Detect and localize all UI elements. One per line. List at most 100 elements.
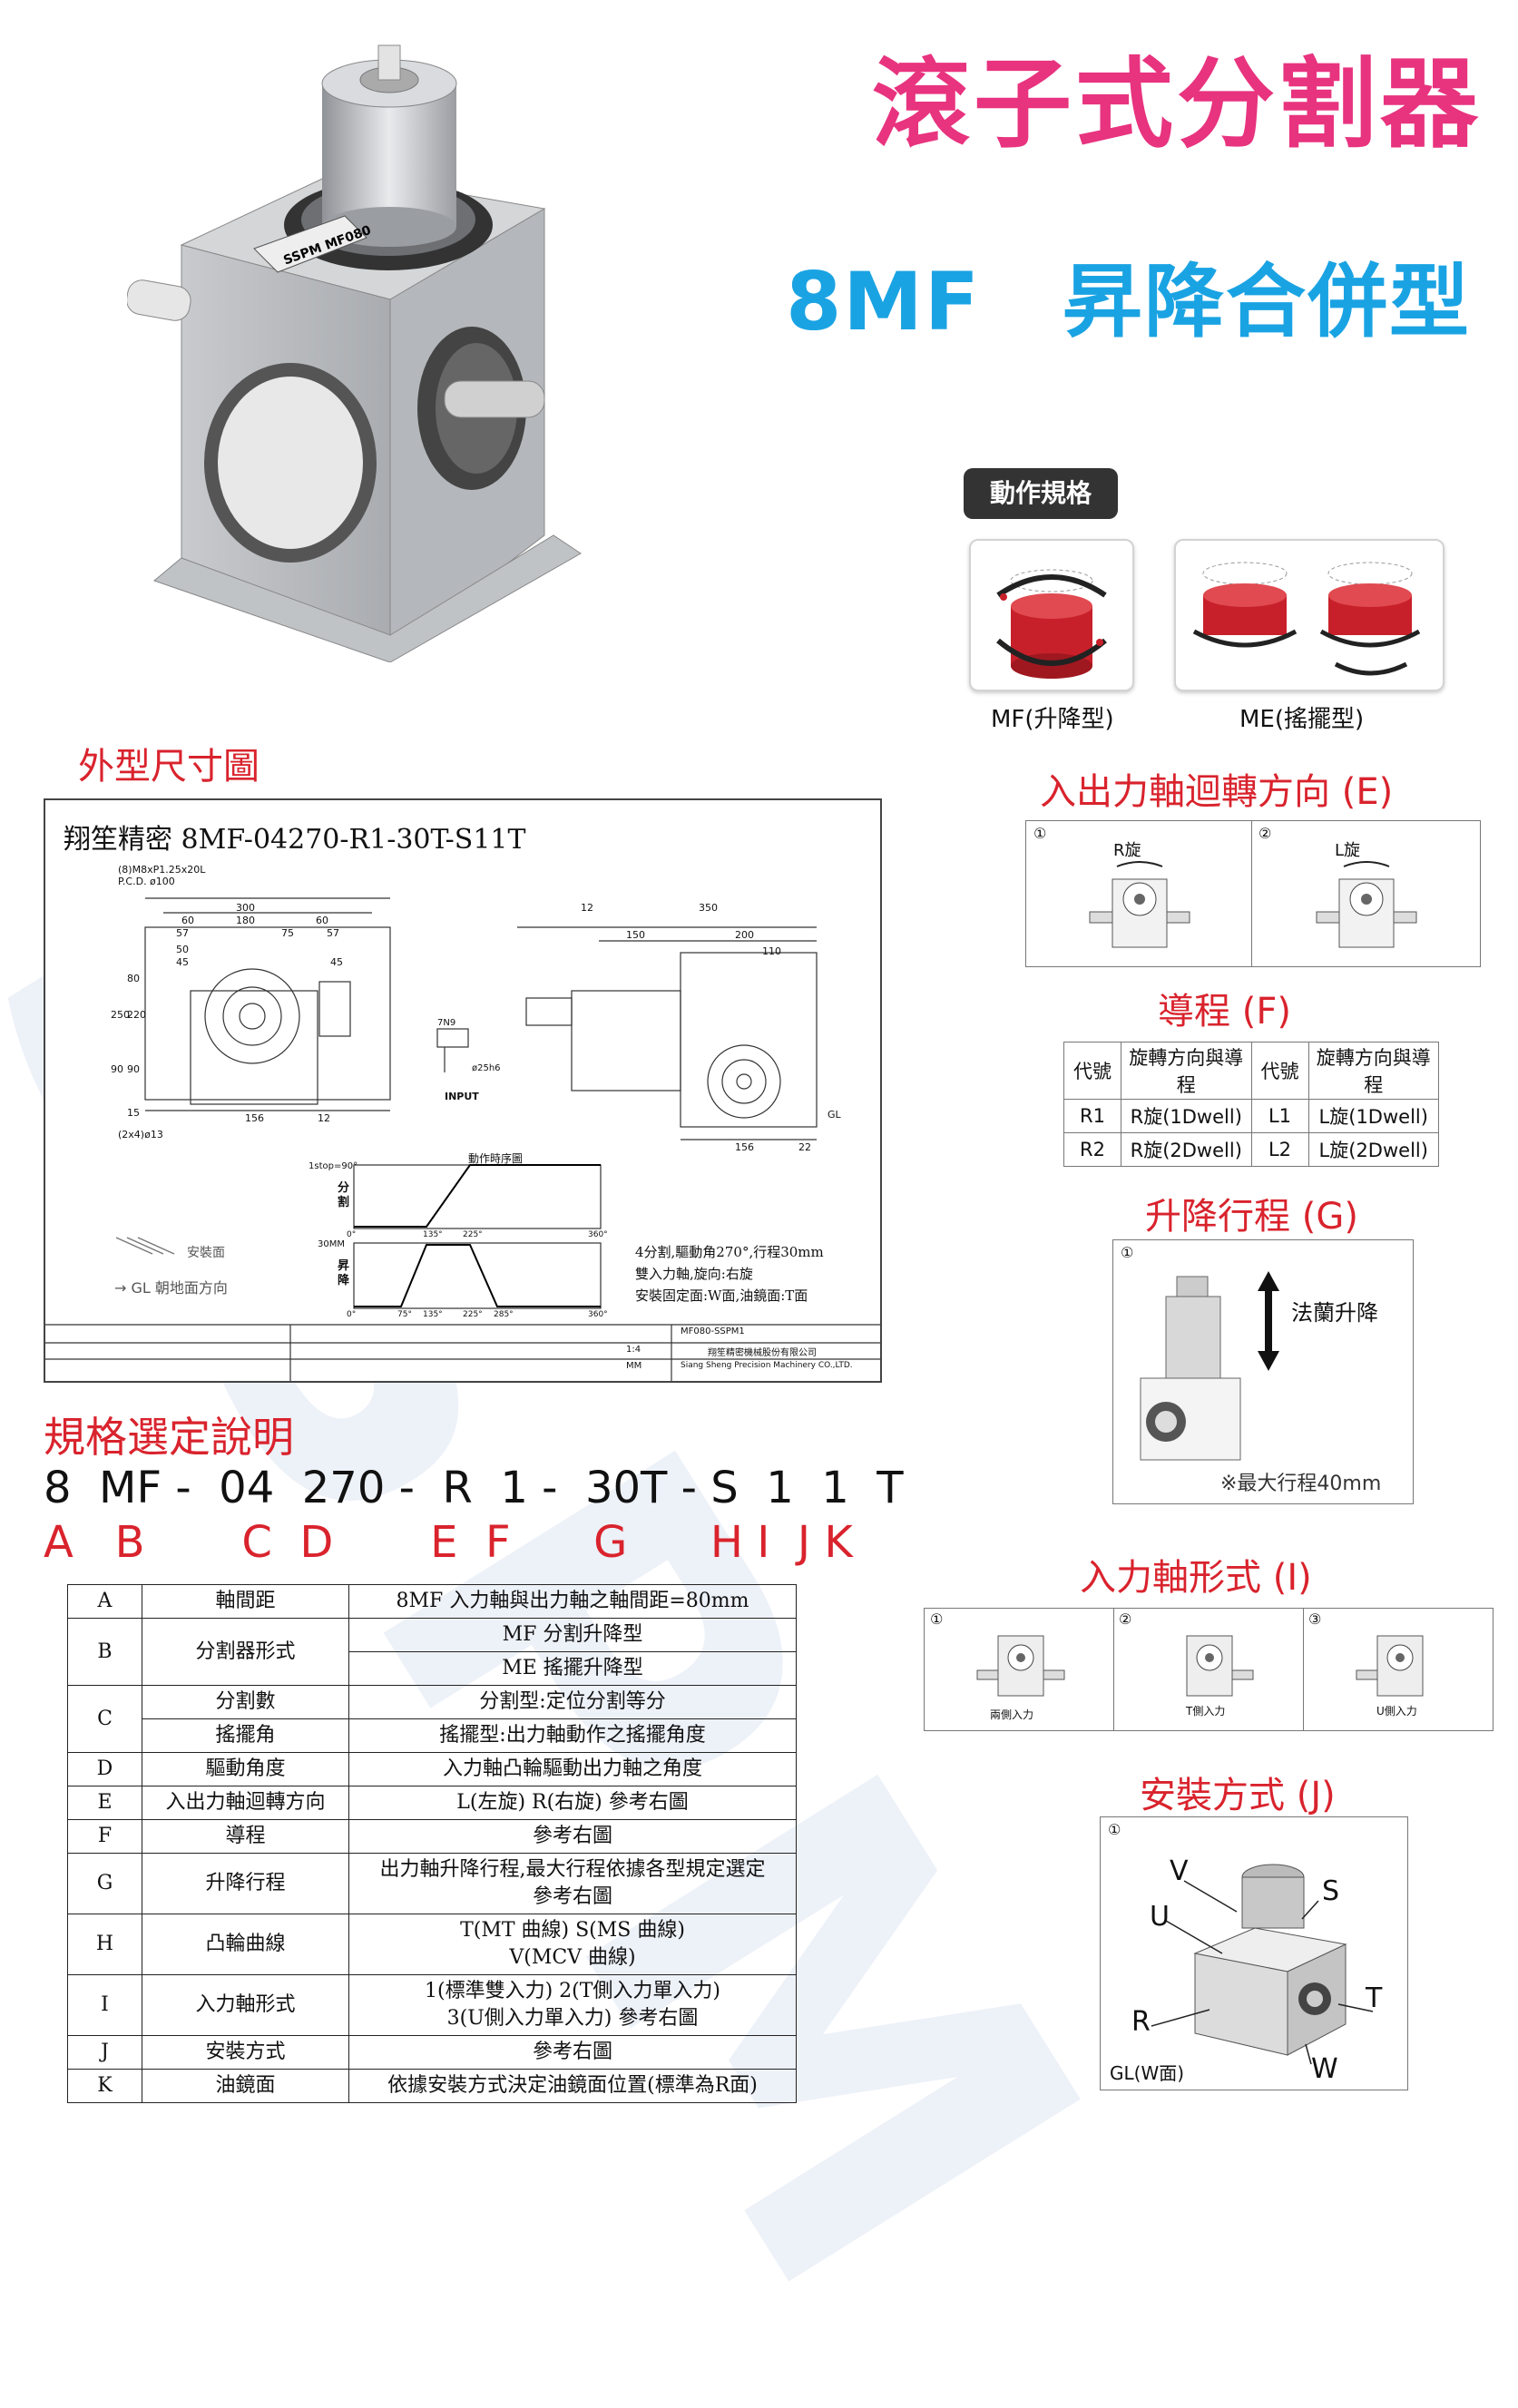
timing-1stop: 1stop=90° (308, 1161, 358, 1171)
timing-title: 動作時序圖 (468, 1152, 524, 1165)
row-key: F (67, 1819, 142, 1854)
dim-60a: 60 (181, 915, 194, 926)
input-both-label: 兩側入力 (990, 1708, 1034, 1721)
spec-code: 8 MF - 04 270 - R 1 - 30T - S 1 1 T (44, 1463, 904, 1513)
timing-30mm: 30MM (318, 1239, 345, 1249)
dim-200: 200 (735, 929, 754, 941)
rotation-num-2: ② (1258, 825, 1272, 842)
spec-heading: 規格選定說明 (44, 1413, 294, 1462)
motion-badge: 動作規格 (964, 468, 1118, 519)
table-row: 搖擺角搖擺型:出力軸動作之搖擺角度 (68, 1718, 797, 1753)
face-u: U (1150, 1901, 1170, 1933)
row-key: J (67, 2035, 142, 2070)
mounting-gl: GL(W面) (1110, 2062, 1185, 2084)
input-num-1: ① (930, 1610, 944, 1628)
company-name: 翔笙精密機械股份有限公司 (708, 1348, 817, 1358)
lead-cell: L旋(1Dwell) (1307, 1099, 1439, 1133)
dim-90b: 90 (111, 1063, 123, 1075)
input-t-icon (1186, 1635, 1254, 1697)
lead-cell: L2 (1250, 1132, 1309, 1167)
legend-mount: 安裝面 (187, 1246, 225, 1260)
row-key: D (67, 1752, 142, 1786)
rotation-l-label: L旋 (1335, 841, 1361, 860)
row-name: 分割器形式 (142, 1618, 349, 1686)
dim-22: 22 (798, 1141, 811, 1153)
dim-15: 15 (127, 1107, 140, 1119)
lead-cell: L旋(2Dwell) (1307, 1132, 1439, 1167)
row-desc-line: V(MCV 曲線) (509, 1946, 636, 1969)
input-shaft-box: ① ② ③ 兩側入力 T側入力 U側入力 (924, 1608, 1494, 1731)
row-desc: T(MT 曲線) S(MS 曲線)V(MCV 曲線) (348, 1914, 797, 1975)
timing-y1: 分割 (338, 1181, 350, 1209)
angle-360b: 360° (588, 1310, 608, 1319)
product-image: SSPM MF080 (127, 44, 582, 662)
rotation-num-1: ① (1033, 825, 1047, 842)
row-name: 凸輪曲線 (142, 1914, 349, 1975)
note-line: 4分割,驅動角270°,行程30mm (635, 1244, 824, 1260)
timing-y2: 昇降 (338, 1259, 350, 1287)
row-key: A (67, 1584, 142, 1619)
up-down-arrow-icon (1258, 1271, 1279, 1371)
dim-45b: 45 (330, 956, 343, 968)
input-label: INPUT (445, 1091, 479, 1102)
dim-150: 150 (626, 929, 645, 941)
lead-table: 代號 旋轉方向與導程 代號 旋轉方向與導程 R1 R旋(1Dwell) L1 L… (1063, 1042, 1439, 1167)
stroke-note: ※最大行程40mm (1220, 1473, 1382, 1495)
stroke-num: ① (1121, 1244, 1134, 1261)
row-desc: 搖擺型:出力軸動作之搖擺角度 (348, 1718, 797, 1753)
shaft-dia: ø25h6 (472, 1063, 501, 1073)
angle-225b: 225° (463, 1310, 483, 1319)
row-desc: 參考右圖 (348, 2035, 797, 2070)
angle-0a: 0° (347, 1230, 357, 1239)
dim-300: 300 (236, 902, 255, 914)
dim-60b: 60 (316, 915, 328, 926)
row-desc-line: 出力軸升降行程,最大行程依據各型規定選定 (379, 1858, 766, 1881)
angle-135a: 135° (423, 1230, 443, 1239)
company-name-en: Siang Sheng Precision Machinery CO.,LTD. (681, 1361, 853, 1370)
row-name: 分割數 (142, 1685, 349, 1719)
stroke-heading: 升降行程 (G) (1145, 1196, 1358, 1238)
motion-card-me (1174, 539, 1445, 691)
row-key: C (67, 1685, 142, 1753)
mf-motion-icon (996, 569, 1107, 679)
dim-12a: 12 (318, 1112, 330, 1124)
row-key: K (67, 2069, 142, 2103)
row-desc: 1(標準雙入力) 2(T側入力單入力)3(U側入力單入力) 參考右圖 (348, 1974, 797, 2036)
table-row: R1 R旋(1Dwell) L1 L旋(1Dwell) (1063, 1099, 1439, 1133)
spec-letters: A B C D E F G H I J K (44, 1517, 853, 1568)
row-desc: 8MF 入力軸與出力軸之軸間距=80mm (348, 1584, 797, 1619)
input-u-label: U側入力 (1376, 1705, 1417, 1718)
row-name: 軸間距 (142, 1584, 349, 1619)
dim-12b: 12 (581, 902, 593, 914)
lead-cell: R旋(1Dwell) (1121, 1099, 1252, 1133)
dim-75: 75 (281, 927, 294, 939)
pcd-note: P.C.D. ø100 (118, 876, 175, 887)
row-key: E (67, 1786, 142, 1820)
rotation-r-icon (1089, 861, 1190, 948)
dim-110: 110 (762, 945, 781, 957)
lead-cell: R1 (1063, 1099, 1121, 1133)
row-desc-line: 1(標準雙入力) 2(T側入力單入力) (425, 1980, 720, 2002)
me-caption: ME(搖擺型) (1239, 706, 1365, 733)
table-row: R2 R旋(2Dwell) L2 L旋(2Dwell) (1063, 1132, 1439, 1167)
dim-220: 220 (127, 1009, 146, 1021)
input-both-icon (976, 1635, 1065, 1697)
angle-75: 75° (397, 1310, 412, 1319)
mounting-num: ① (1108, 1821, 1121, 1838)
dim-80: 80 (127, 973, 140, 984)
stroke-box: ① 法蘭升降 ※最大行程40mm (1112, 1239, 1414, 1504)
stroke-icon (1140, 1276, 1241, 1461)
row-key: I (67, 1974, 142, 2036)
drawing-notes: 4分割,驅動角270°,行程30mm 雙入力軸,旋向:右旋 安裝固定面:W面,油… (635, 1241, 824, 1307)
input-u-icon (1356, 1635, 1424, 1697)
table-row: 代號 旋轉方向與導程 代號 旋轉方向與導程 (1063, 1042, 1439, 1100)
table-row: ME 搖擺升降型 (68, 1651, 797, 1686)
rotation-box: ① R旋 ② L旋 (1025, 820, 1481, 967)
